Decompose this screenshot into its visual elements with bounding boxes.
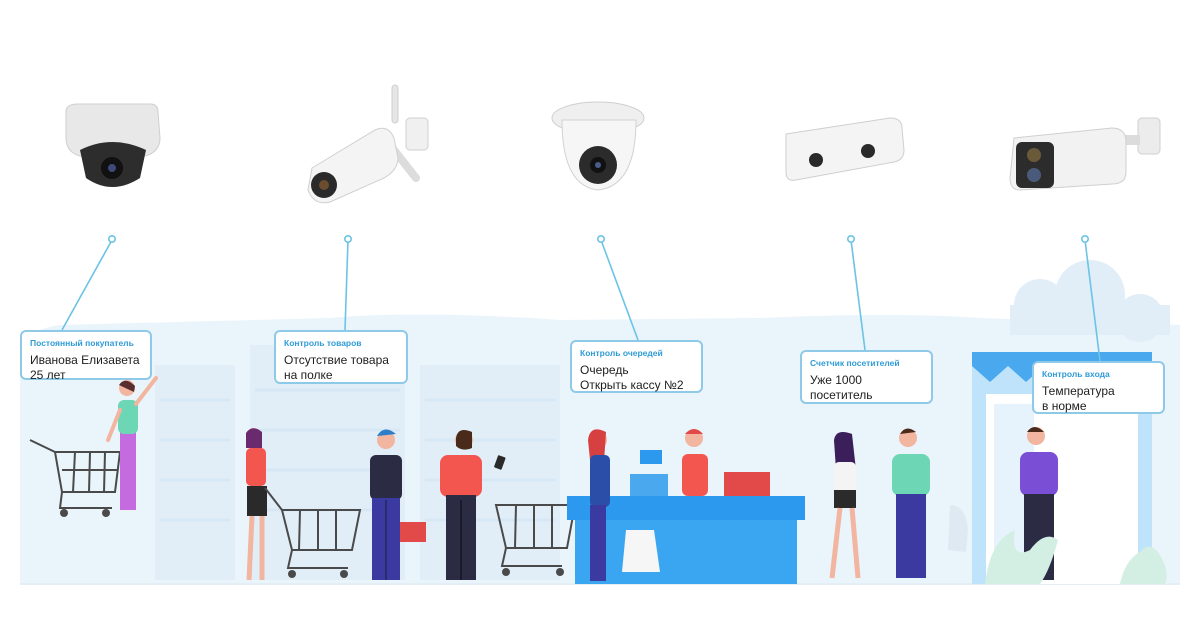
callout-title: Контроль очередей (580, 348, 663, 358)
couple-walking (829, 428, 968, 579)
callout-line: посетитель (810, 388, 873, 402)
thermal-bullet-camera-icon (1009, 117, 1161, 191)
wifi-bullet-camera-icon (307, 84, 429, 204)
shopper-with-cart-2 (246, 428, 362, 581)
callout-line: Очередь (580, 363, 629, 377)
checkout-counter (567, 450, 805, 584)
callout-title: Постоянный покупатель (30, 338, 134, 348)
shopper-with-phone (440, 430, 577, 580)
plant-decor (985, 530, 1167, 584)
callout-queue-control: Контроль очередей Очередь Открыть кассу … (570, 340, 703, 393)
callout-entrance-control: Контроль входа Температура в норме (1032, 361, 1165, 414)
callout-line: Иванова Елизавета (30, 353, 140, 367)
callout-line: Температура (1042, 384, 1115, 398)
callout-visitor-counter: Счетчик посетителей Уже 1000 посетитель (800, 350, 933, 404)
shopper-with-cart-1 (29, 376, 158, 517)
callout-line: Отсутствие товара (284, 353, 389, 367)
callout-goods-control: Контроль товаров Отсутствие товара на по… (274, 330, 408, 384)
customer-at-counter (588, 429, 610, 581)
turret-camera-icon (551, 101, 645, 191)
connector-lines (61, 235, 1101, 362)
callout-title: Контроль входа (1042, 369, 1110, 379)
callout-line: на полке (284, 368, 333, 382)
dome-camera-icon (65, 103, 161, 187)
callout-title: Контроль товаров (284, 338, 362, 348)
callout-line: Открыть кассу №2 (580, 378, 684, 392)
callout-regular-customer: Постоянный покупатель Иванова Елизавета … (20, 330, 152, 382)
shopper-with-basket (370, 429, 426, 580)
callout-line: Уже 1000 (810, 373, 862, 387)
cashier (682, 429, 708, 496)
people-counter-camera-icon (785, 117, 905, 181)
callout-line: 25 лет (30, 368, 66, 382)
callout-line: в норме (1042, 399, 1087, 413)
callout-title: Счетчик посетителей (810, 358, 900, 368)
